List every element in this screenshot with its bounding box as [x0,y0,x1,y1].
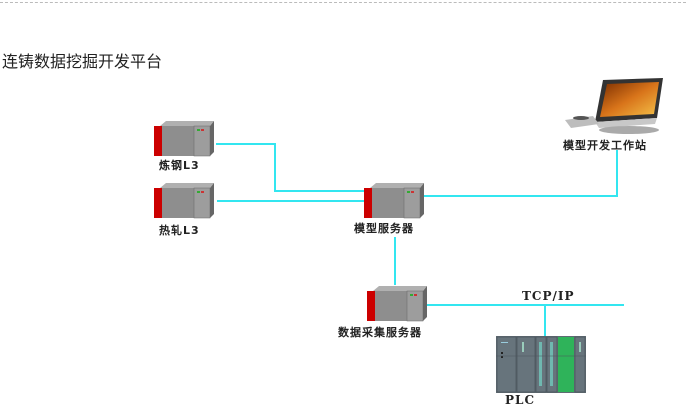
server-model[interactable] [364,183,426,223]
computer-icon [565,78,663,134]
server-icon [154,121,214,157]
plc-icon [496,336,586,393]
network-label: TCP/IP [522,289,575,303]
page-title: 连铸数据挖掘开发平台 [2,52,163,71]
label-plc: PLC [505,393,536,407]
label-rolling-l3: 热轧L3 [159,224,200,237]
server-icon [367,286,427,322]
server-icon [364,183,424,219]
top-divider [0,2,686,3]
link-model-to-workstation [423,150,618,197]
label-data-server: 数据采集服务器 [338,326,422,339]
label-workstation: 模型开发工作站 [563,139,647,152]
label-model-server: 模型服务器 [354,222,414,235]
link-steel-to-model [216,143,366,192]
plc[interactable] [496,336,586,397]
server-data-collection[interactable] [367,286,429,326]
server-icon [154,183,214,219]
server-steel-l3[interactable] [154,121,216,161]
label-steel-l3: 炼钢L3 [159,159,200,172]
server-rolling-l3[interactable] [154,183,216,223]
workstation[interactable] [565,78,665,140]
